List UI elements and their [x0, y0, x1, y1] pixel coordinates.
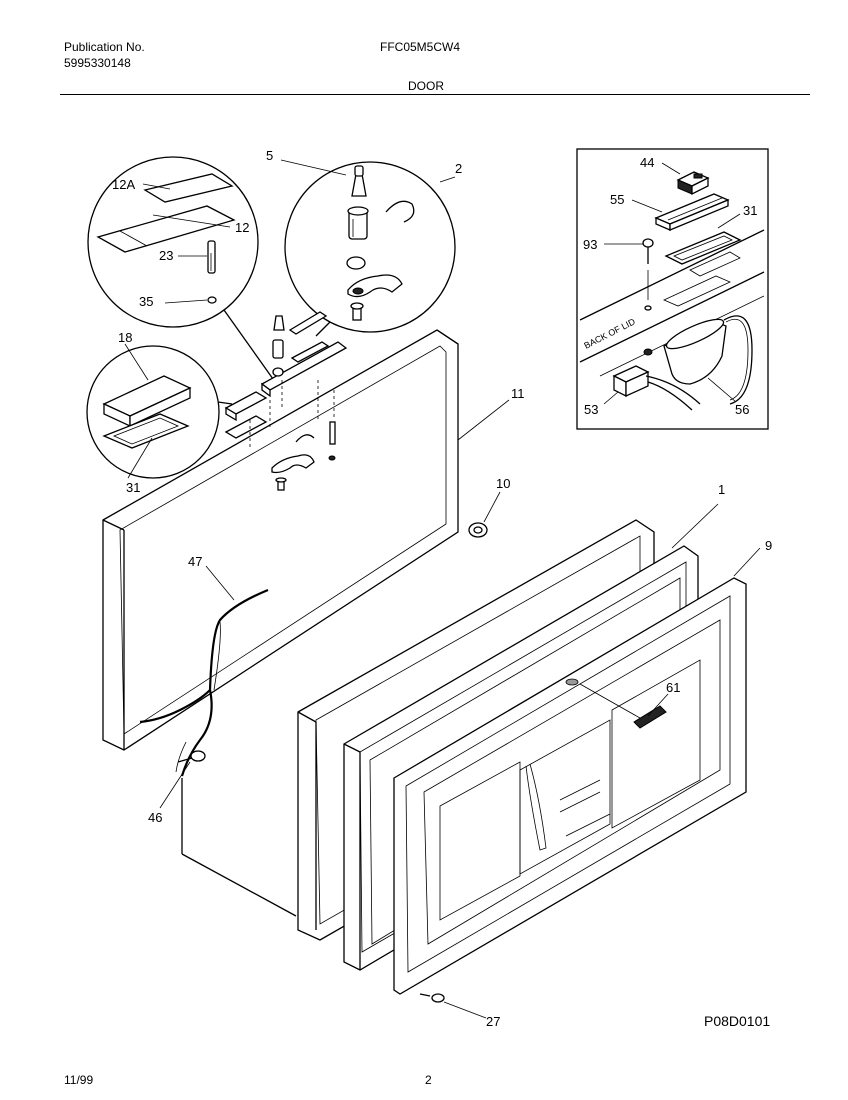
publication-label: Publication No.	[64, 40, 145, 54]
callout-labels: 5 2 12A 12 23 35 18 31 11 10 1 9 47 61 4…	[112, 148, 772, 1029]
detail-circle-handle-parts	[87, 156, 279, 387]
callout-56: 56	[735, 402, 749, 417]
door-inner-liner	[393, 547, 761, 1019]
callout-27: 27	[486, 1014, 500, 1029]
callout-61: 61	[666, 680, 680, 695]
callout-5: 5	[266, 148, 273, 163]
callout-9: 9	[765, 538, 772, 553]
callout-35: 35	[139, 294, 153, 309]
callout-2: 2	[455, 161, 462, 176]
publication-date: 11/99	[64, 1073, 94, 1087]
inset-light-assembly: BACK OF LID	[576, 148, 769, 430]
callout-12a: 12A	[112, 177, 135, 192]
callout-93: 93	[583, 237, 597, 252]
lid-panel	[102, 311, 510, 751]
inset-back-of-lid-label: BACK OF LID	[582, 316, 637, 351]
callout-31-inset: 31	[743, 203, 757, 218]
callout-55: 55	[610, 192, 624, 207]
detail-circle-gasket-parts	[86, 343, 233, 479]
drawing-code: P08D0101	[704, 1013, 771, 1029]
page-number: 2	[425, 1073, 432, 1087]
callout-11: 11	[511, 386, 525, 401]
callout-46: 46	[148, 810, 162, 825]
header-rule	[60, 94, 810, 95]
callout-1: 1	[718, 482, 725, 497]
publication-number: 5995330148	[64, 56, 131, 70]
detail-circle-hinge-parts	[280, 159, 456, 337]
callout-31-detail: 31	[126, 480, 140, 495]
callout-44: 44	[640, 155, 654, 170]
section-title: DOOR	[408, 79, 444, 93]
callout-53: 53	[584, 402, 598, 417]
callout-18: 18	[118, 330, 132, 345]
callout-10: 10	[496, 476, 510, 491]
bumper-part	[468, 491, 501, 538]
model-number: FFC05M5CW4	[380, 40, 461, 54]
callout-47: 47	[188, 554, 202, 569]
callout-23: 23	[159, 248, 173, 263]
callout-12: 12	[235, 220, 249, 235]
heater-wire	[139, 565, 297, 917]
